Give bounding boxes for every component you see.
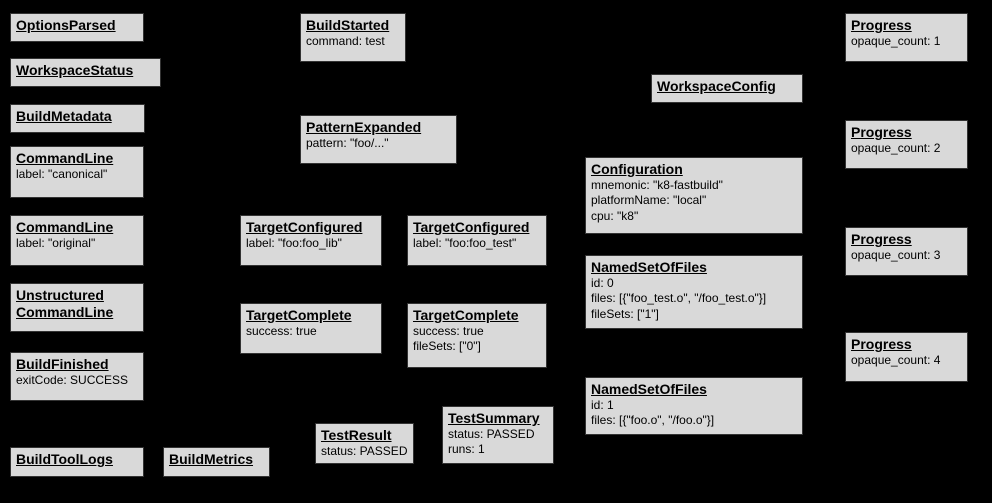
node-build-finished: BuildFinished exitCode: SUCCESS	[10, 352, 144, 401]
node-unstructured-command-line: Unstructured CommandLine	[10, 283, 144, 332]
node-title: TargetConfigured	[413, 219, 530, 235]
node-title: PatternExpanded	[306, 119, 422, 135]
node-progress-2: Progress opaque_count: 2	[845, 120, 968, 169]
node-target-complete-foo-lib: TargetComplete success: true	[240, 303, 382, 354]
node-build-started: BuildStarted command: test	[300, 13, 406, 62]
node-title: CommandLine	[16, 219, 114, 235]
node-title: BuildStarted	[306, 17, 390, 33]
node-body: status: PASSED	[321, 444, 408, 459]
node-title: Progress	[851, 231, 912, 247]
node-progress-1: Progress opaque_count: 1	[845, 13, 968, 62]
node-title: NamedSetOfFiles	[591, 381, 707, 397]
node-title: Progress	[851, 336, 912, 352]
node-workspace-config: WorkspaceConfig	[651, 74, 803, 103]
node-title: BuildMetadata	[16, 108, 112, 124]
node-body: label: "canonical"	[16, 167, 108, 182]
node-title: TargetComplete	[246, 307, 352, 323]
node-body: exitCode: SUCCESS	[16, 373, 129, 388]
node-body: status: PASSED runs: 1	[448, 427, 535, 457]
node-build-metadata: BuildMetadata	[10, 104, 145, 133]
node-title: TestResult	[321, 427, 392, 443]
node-title: Unstructured CommandLine	[16, 287, 114, 321]
node-test-result: TestResult status: PASSED	[315, 423, 414, 464]
node-body: opaque_count: 1	[851, 34, 941, 49]
node-title: Progress	[851, 124, 912, 140]
node-title: WorkspaceConfig	[657, 78, 776, 94]
node-title: WorkspaceStatus	[16, 62, 134, 78]
node-title: CommandLine	[16, 150, 114, 166]
node-body: label: "foo:foo_test"	[413, 236, 517, 251]
node-body: label: "original"	[16, 236, 96, 251]
node-options-parsed: OptionsParsed	[10, 13, 144, 42]
node-pattern-expanded: PatternExpanded pattern: "foo/..."	[300, 115, 457, 164]
node-target-configured-foo-test: TargetConfigured label: "foo:foo_test"	[407, 215, 547, 266]
node-title: NamedSetOfFiles	[591, 259, 707, 275]
node-workspace-status: WorkspaceStatus	[10, 58, 161, 87]
node-configuration: Configuration mnemonic: "k8-fastbuild" p…	[585, 157, 803, 234]
node-title: BuildFinished	[16, 356, 109, 372]
node-body: id: 1 files: [{"foo.o", "/foo.o"}]	[591, 398, 715, 428]
node-body: pattern: "foo/..."	[306, 136, 389, 151]
node-command-line-original: CommandLine label: "original"	[10, 215, 144, 266]
node-target-configured-foo-lib: TargetConfigured label: "foo:foo_lib"	[240, 215, 382, 266]
node-body: id: 0 files: [{"foo_test.o", "/foo_test.…	[591, 276, 767, 321]
node-progress-3: Progress opaque_count: 3	[845, 227, 968, 276]
node-body: mnemonic: "k8-fastbuild" platformName: "…	[591, 178, 723, 223]
node-title: TargetConfigured	[246, 219, 363, 235]
node-progress-4: Progress opaque_count: 4	[845, 332, 968, 382]
node-test-summary: TestSummary status: PASSED runs: 1	[442, 406, 554, 464]
node-title: Configuration	[591, 161, 683, 177]
node-build-tool-logs: BuildToolLogs	[10, 447, 144, 477]
node-body: success: true	[246, 324, 317, 339]
node-command-line-canonical: CommandLine label: "canonical"	[10, 146, 144, 198]
node-title: Progress	[851, 17, 912, 33]
node-named-set-of-files-1: NamedSetOfFiles id: 1 files: [{"foo.o", …	[585, 377, 803, 435]
node-body: command: test	[306, 34, 385, 49]
node-body: opaque_count: 3	[851, 248, 941, 263]
node-title: BuildToolLogs	[16, 451, 113, 467]
node-title: TargetComplete	[413, 307, 519, 323]
node-body: success: true fileSets: ["0"]	[413, 324, 484, 354]
node-body: opaque_count: 4	[851, 353, 941, 368]
node-title: TestSummary	[448, 410, 540, 426]
node-title: BuildMetrics	[169, 451, 254, 467]
node-body: opaque_count: 2	[851, 141, 941, 156]
node-body: label: "foo:foo_lib"	[246, 236, 342, 251]
node-named-set-of-files-0: NamedSetOfFiles id: 0 files: [{"foo_test…	[585, 255, 803, 329]
node-target-complete-foo-test: TargetComplete success: true fileSets: […	[407, 303, 547, 368]
node-build-metrics: BuildMetrics	[163, 447, 270, 477]
node-title: OptionsParsed	[16, 17, 116, 33]
